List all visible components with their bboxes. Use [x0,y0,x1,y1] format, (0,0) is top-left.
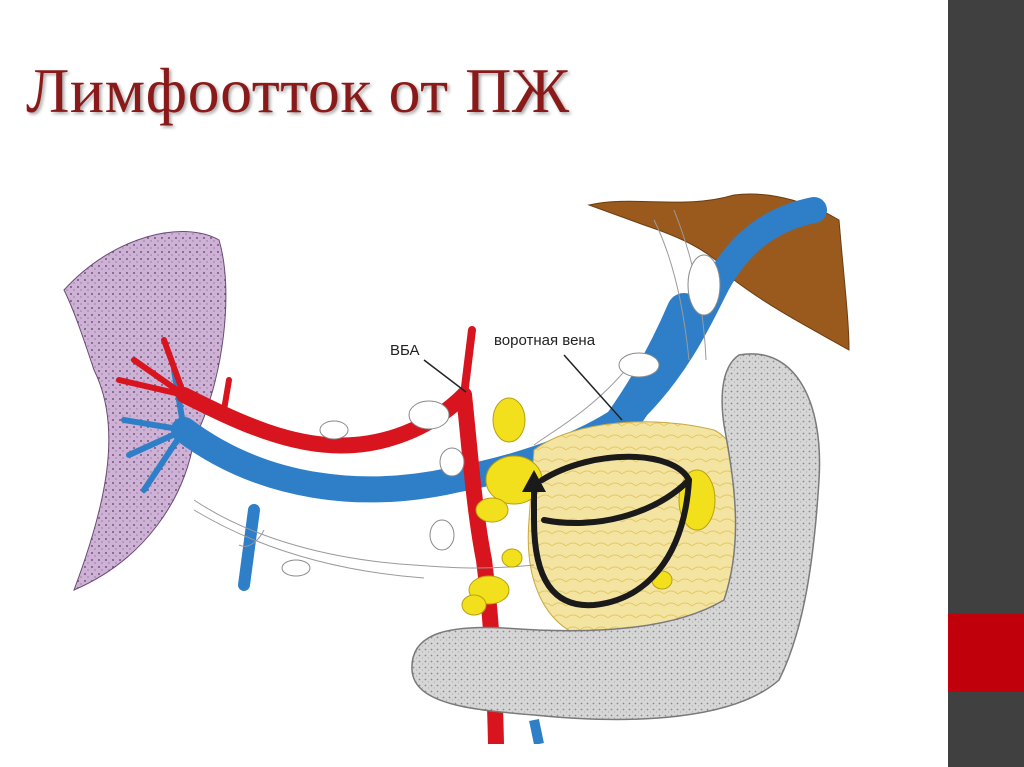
duodenum [411,353,821,721]
arrow-head [522,470,546,492]
spleen [63,231,227,591]
pancreas-lymph-diagram: ВБА воротная вена [63,193,850,744]
label-portal-vein: воротная вена [494,332,596,349]
slide: Лимфоотток от ПЖ [26,55,850,744]
label-vba: ВБА [390,342,420,359]
side-accent [948,614,1024,692]
portal-vein-pointer [563,354,623,421]
vein-bottom [529,718,544,744]
vein-branch [238,504,260,591]
vba-pointer [423,359,467,393]
lymph-flow-arrows [531,453,692,609]
slide-title: Лимфоотток от ПЖ [26,55,570,126]
splenic-vein-branches [121,367,187,493]
splenic-artery-branches [116,337,232,413]
white-lymph-nodes [281,254,721,577]
celiac-trunk [460,326,476,399]
